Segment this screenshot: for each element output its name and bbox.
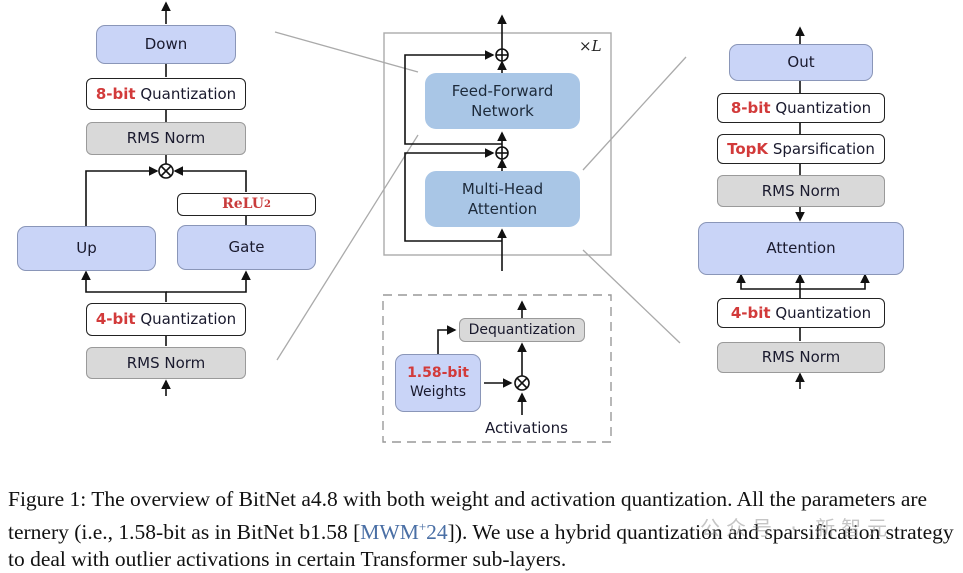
inset-wires (437, 300, 530, 415)
transformer-block-frame (383, 32, 612, 256)
dequant-label: Dequantization (468, 321, 576, 338)
bitlinear-inset-frame (382, 294, 612, 443)
quant-label: Quantization (775, 98, 872, 117)
quant-label: Quantization (140, 84, 237, 103)
ffn-panel-wires (81, 1, 251, 396)
ffn-rms-norm-top: RMS Norm (86, 122, 246, 155)
bits-label: 8-bit (730, 98, 771, 117)
gate-projection: Gate (177, 225, 316, 270)
mha-label-line2: Attention (467, 200, 538, 218)
attn-rms-norm-bottom: RMS Norm (717, 342, 885, 373)
out-projection: Out (729, 44, 873, 81)
down-projection: Down (96, 25, 236, 64)
zoom-guide-lines (274, 31, 687, 361)
connector-lines (81, 1, 870, 443)
ffn-label-line2: Network (471, 102, 534, 120)
rms-label: RMS Norm (126, 353, 206, 372)
quant-label: Quantization (140, 310, 237, 329)
quant-label: Quantization (775, 303, 872, 322)
attention-panel-wires (736, 26, 870, 389)
caption-text-end: ]). We use a hybrid quantization and spa… (8, 520, 954, 572)
rms-label: RMS Norm (126, 129, 206, 148)
relu-exponent: 2 (263, 198, 271, 210)
citation-year: 24 (426, 520, 448, 545)
mha-label-line1: Multi-Head (461, 179, 544, 198)
ffn-rms-norm-bottom: RMS Norm (86, 347, 246, 379)
bits-label: 4-bit (95, 310, 136, 329)
attn-rms-norm-top: RMS Norm (717, 175, 885, 207)
sparsification-label: Sparsification (772, 139, 875, 158)
dequantization-box: Dequantization (459, 318, 585, 342)
ffn-8bit-quantization: 8-bit Quantization (86, 78, 246, 110)
caption-text-start: Figure 1: The overview of BitNet a4.8 wi… (8, 487, 928, 545)
gate-label: Gate (228, 238, 265, 257)
topk-label: TopK (727, 139, 769, 158)
rms-label: RMS Norm (761, 181, 841, 200)
down-label: Down (144, 35, 188, 54)
attention-projection: Attention (698, 222, 904, 275)
transformer-wires (404, 14, 509, 271)
bits-label: 4-bit (730, 303, 771, 322)
rms-label: RMS Norm (761, 348, 841, 367)
out-label: Out (787, 53, 815, 72)
ffn-label-line1: Feed-Forward (451, 81, 554, 100)
up-label: Up (76, 239, 97, 258)
watermark: 公众号 · 新智元 (700, 516, 894, 540)
weights-label: Weights (409, 384, 467, 400)
citation-authors: MWM (360, 520, 419, 545)
repeat-label: ×L (579, 37, 602, 55)
ffn-4bit-quantization: 4-bit Quantization (86, 303, 246, 336)
figure-caption: Figure 1: The overview of BitNet a4.8 wi… (8, 486, 958, 573)
attn-8bit-quantization: 8-bit Quantization (717, 93, 885, 123)
topk-sparsification: TopK Sparsification (717, 134, 885, 164)
attn-4bit-quantization: 4-bit Quantization (717, 298, 885, 328)
up-projection: Up (17, 226, 156, 271)
weights-bits-label: 1.58-bit (407, 365, 469, 382)
attention-label: Attention (766, 239, 836, 258)
relu-label: ReLU (222, 196, 264, 213)
activations-label: Activations (485, 419, 568, 437)
bits-label: 8-bit (95, 84, 136, 103)
citation-sup: + (418, 519, 427, 534)
citation-link[interactable]: MWM+24 (360, 519, 448, 545)
